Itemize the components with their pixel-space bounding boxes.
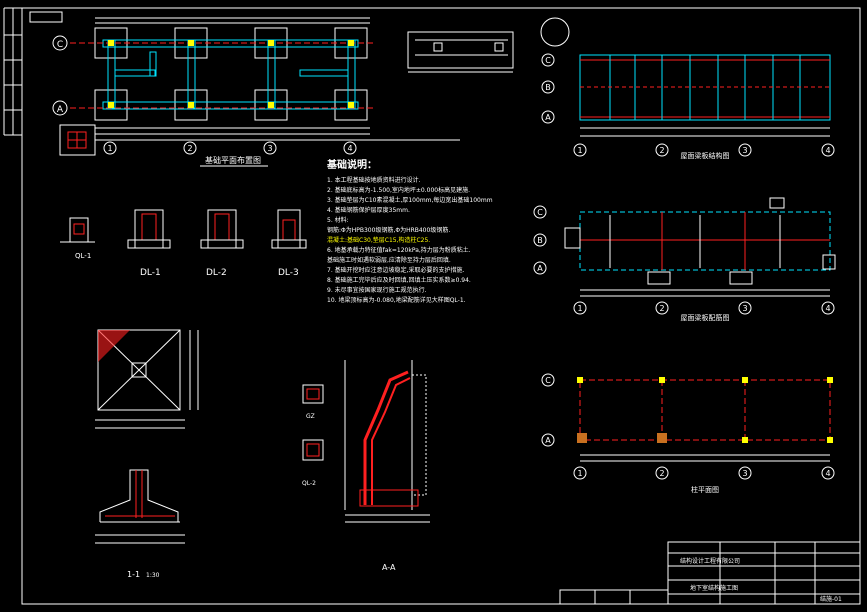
col-num-2: 2 [659, 469, 664, 478]
axis-label-c: C [57, 40, 63, 50]
note-line-12: 9. 未尽事宜按国家现行施工规范执行. [327, 286, 427, 294]
stamp-box [29, 11, 63, 23]
note-line-4: 4. 基础钢筋保护层厚度35mm. [327, 206, 410, 214]
floor-axis-a: A [537, 264, 543, 273]
notes-title: 基础说明： [326, 158, 377, 171]
roof-num-4: 4 [825, 146, 830, 155]
floor-num-4: 4 [825, 304, 830, 313]
roof-structure-title: 屋面梁板结构图 [681, 151, 730, 160]
axis-label-a: A [57, 105, 64, 115]
roof-num-1: 1 [577, 146, 582, 155]
gz-ql-details: GZ QL-2 [302, 384, 324, 487]
note-line-8: 6. 地基承载力特征值fak=120kPa,持力层为粉质粘土. [327, 246, 471, 254]
title-block: 结构设计工程有限公司 地下室结构施工图 结施-01 [667, 541, 861, 605]
floor-num-3: 3 [742, 304, 747, 313]
floor-structure-title: 屋面梁板配筋图 [681, 313, 730, 322]
axis-num-2: 2 [187, 144, 192, 153]
axis-bubble-c [52, 35, 68, 51]
note-line-7: 混凝土:基础C30,垫层C15,构造柱C25. [327, 236, 430, 244]
note-line-6: 钢筋:Φ为HPB300级钢筋,Φ为HRB400级钢筋. [327, 226, 450, 234]
drawing-border [21, 7, 861, 605]
axis-num-3: 3 [267, 144, 272, 153]
section-11-scale: 1:30 [146, 572, 160, 579]
footing-plan-detail [95, 329, 199, 429]
roof-axis-c: C [545, 56, 551, 65]
note-line-13: 10. 地梁顶标高为-0.080,地梁配筋详见大样图QL-1. [327, 296, 466, 304]
axis-num-1: 1 [107, 144, 112, 153]
ql-label: QL-2 [302, 480, 316, 487]
note-line-2: 2. 基础底标高为-1.500,室内地坪±0.000标高见建施. [327, 186, 470, 194]
axis-num-4: 4 [347, 144, 352, 153]
floor-num-1: 1 [577, 304, 582, 313]
section-a-a: A-A [344, 360, 430, 572]
binding-strip [3, 7, 22, 136]
note-line-11: 8. 基础施工完毕后应及时回填,回填土压实系数≥0.94. [327, 276, 471, 284]
company-name: 结构设计工程有限公司 [680, 557, 740, 565]
floor-axis-c: C [537, 208, 543, 217]
col-num-4: 4 [825, 469, 830, 478]
roof-structure-plan: C B A 1 2 3 4 屋面梁板结构图 [540, 17, 835, 160]
project-name: 地下室结构施工图 [690, 584, 738, 592]
gz-label: GZ [306, 413, 315, 420]
beam-label-dl2: DL-2 [206, 268, 227, 278]
general-notes: 基础说明： 1. 本工程基础按地质资料进行设计. 2. 基础底标高为-1.500… [326, 158, 493, 304]
note-line-3: 3. 基础垫层为C10素混凝土,厚100mm,每边宽出基础100mm [327, 196, 493, 204]
floor-num-2: 2 [659, 304, 664, 313]
roof-axis-a: A [545, 113, 551, 122]
note-line-10: 7. 基础开挖时应注意边坡稳定,采取必要的支护措施. [327, 266, 465, 274]
note-line-5: 5. 材料: [327, 216, 349, 224]
beam-sections: QL-1 DL-1 DL-2 DL-3 [60, 209, 307, 278]
col-axis-c: C [545, 376, 551, 385]
column-plan: C A 1 2 3 4 柱平面图 [541, 373, 835, 494]
roof-num-3: 3 [742, 146, 747, 155]
roof-num-2: 2 [659, 146, 664, 155]
floor-axis-b: B [537, 236, 543, 245]
signature-block-left [559, 589, 669, 605]
section-11-label: 1-1 [127, 570, 140, 579]
column-detail [59, 124, 96, 156]
beam-elevation-detail [407, 31, 514, 73]
col-num-1: 1 [577, 469, 582, 478]
drawing-number: 结施-01 [820, 595, 842, 603]
col-axis-a: A [545, 436, 551, 445]
floor-reinforcement-plan: C B A 1 2 3 4 屋面梁板配筋图 [533, 197, 836, 322]
column-plan-title: 柱平面图 [691, 485, 719, 494]
dl-top-label: QL-1 [75, 252, 91, 260]
section-1-1: 1-1 1:30 [95, 469, 185, 579]
roof-axis-b: B [545, 83, 551, 92]
section-aa-label: A-A [382, 563, 396, 572]
beam-label-dl3: DL-3 [278, 268, 299, 278]
foundation-plan-title: 基础平面布置图 [205, 155, 261, 165]
foundation-plan: C A [52, 17, 460, 167]
axis-bubble-a [52, 100, 68, 116]
note-line-1: 1. 本工程基础按地质资料进行设计. [327, 176, 421, 184]
note-line-9: 基础施工时如遇软弱层,应清除至持力层后回填. [327, 256, 451, 264]
beam-label-dl1: DL-1 [140, 268, 161, 278]
col-num-3: 3 [742, 469, 747, 478]
